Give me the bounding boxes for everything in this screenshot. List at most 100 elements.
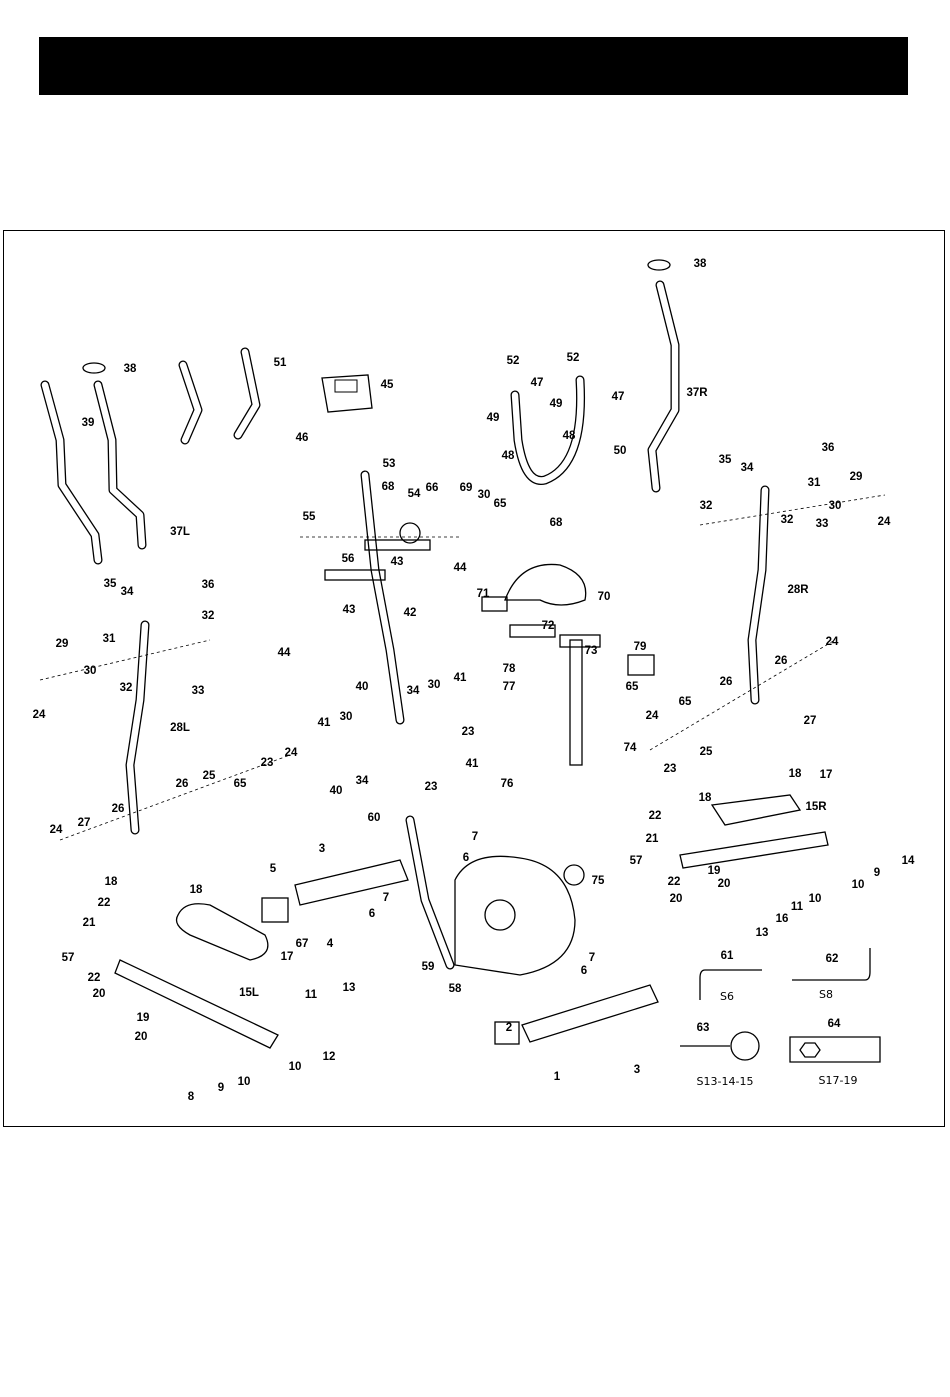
part-label-6: 6 xyxy=(581,965,587,977)
part-label-58: 58 xyxy=(449,983,462,995)
wheel-75 xyxy=(563,864,585,886)
end-cap-2 xyxy=(494,1021,520,1045)
part-label-32: 32 xyxy=(781,514,794,526)
pedal-17r xyxy=(710,794,802,826)
part-label-54: 54 xyxy=(408,488,421,500)
part-label-26: 26 xyxy=(112,803,125,815)
part-label-74: 74 xyxy=(624,742,637,754)
part-label-48: 48 xyxy=(563,430,576,442)
part-label-52: 52 xyxy=(507,355,520,367)
part-label-77: 77 xyxy=(503,681,516,693)
part-label-65: 65 xyxy=(234,778,247,790)
tool-size-label-64: S17-19 xyxy=(819,1074,858,1087)
part-label-24: 24 xyxy=(33,709,46,721)
part-label-15l: 15L xyxy=(239,987,259,999)
part-label-34: 34 xyxy=(741,462,754,474)
part-label-1: 1 xyxy=(554,1071,561,1083)
part-label-30: 30 xyxy=(478,489,491,501)
part-label-24: 24 xyxy=(50,824,63,836)
part-label-14: 14 xyxy=(902,855,915,867)
console-45 xyxy=(321,374,373,413)
end-cap-38 xyxy=(82,362,106,374)
tool-size-label-61: S6 xyxy=(720,990,734,1003)
part-label-37r: 37R xyxy=(686,387,708,399)
part-label-23: 23 xyxy=(425,781,438,793)
part-label-7: 7 xyxy=(472,831,478,843)
tension-knob-54 xyxy=(399,522,421,544)
part-label-41: 41 xyxy=(454,672,467,684)
part-label-28r: 28R xyxy=(787,584,809,596)
part-label-19: 19 xyxy=(708,865,721,877)
part-label-24: 24 xyxy=(646,710,659,722)
part-label-65: 65 xyxy=(626,681,639,693)
part-label-21: 21 xyxy=(83,917,96,929)
part-label-3: 3 xyxy=(319,843,325,855)
part-label-33: 33 xyxy=(192,685,205,697)
part-label-10: 10 xyxy=(852,879,865,891)
part-label-10: 10 xyxy=(809,893,822,905)
part-label-28l: 28L xyxy=(170,722,190,734)
part-label-49: 49 xyxy=(550,398,563,410)
part-label-20: 20 xyxy=(718,878,731,890)
part-label-34: 34 xyxy=(121,586,134,598)
swing-arm-28l xyxy=(39,620,291,841)
part-label-30: 30 xyxy=(84,665,97,677)
part-label-24: 24 xyxy=(826,636,839,648)
part-label-3: 3 xyxy=(634,1064,640,1076)
part-label-8: 8 xyxy=(188,1091,195,1103)
tool-size-label-62: S8 xyxy=(819,988,833,1001)
handlebar-grip-51 xyxy=(178,347,261,445)
pedal-arm-15l xyxy=(114,959,279,1049)
part-label-39: 39 xyxy=(82,417,95,429)
part-label-42: 42 xyxy=(404,607,417,619)
part-label-18: 18 xyxy=(190,884,203,896)
seat-post-73 xyxy=(569,639,583,766)
axle-43 xyxy=(300,536,460,581)
part-label-10: 10 xyxy=(238,1076,251,1088)
swing-arm-28r xyxy=(649,485,886,751)
tool-size-label-63: S13-14-15 xyxy=(697,1075,754,1088)
part-label-26: 26 xyxy=(720,676,733,688)
part-label-35: 35 xyxy=(719,454,732,466)
end-cap-5 xyxy=(261,897,289,923)
part-label-79: 79 xyxy=(634,641,647,653)
part-label-29: 29 xyxy=(850,471,863,483)
part-label-36: 36 xyxy=(202,579,215,591)
end-cap-38-right xyxy=(647,259,671,271)
part-label-20: 20 xyxy=(135,1031,148,1043)
handlebar-37r xyxy=(647,280,680,493)
part-label-18: 18 xyxy=(699,792,712,804)
part-label-40: 40 xyxy=(356,681,369,693)
part-label-18: 18 xyxy=(789,768,802,780)
part-label-57: 57 xyxy=(62,952,75,964)
seat-70 xyxy=(504,563,587,606)
part-label-69: 69 xyxy=(460,482,473,494)
part-label-32: 32 xyxy=(120,682,133,694)
bracket-71 xyxy=(481,596,508,612)
part-label-26: 26 xyxy=(176,778,189,790)
part-label-13: 13 xyxy=(343,982,356,994)
part-label-73: 73 xyxy=(585,645,598,657)
hex-key-62 xyxy=(792,948,871,981)
part-label-23: 23 xyxy=(664,763,677,775)
part-label-45: 45 xyxy=(381,379,394,391)
part-label-22: 22 xyxy=(88,972,101,984)
pedal-arm-15r xyxy=(679,831,829,869)
part-label-21: 21 xyxy=(646,833,659,845)
part-label-78: 78 xyxy=(503,663,516,675)
part-label-4: 4 xyxy=(327,938,334,950)
part-label-66: 66 xyxy=(426,482,439,494)
part-label-17: 17 xyxy=(820,769,833,781)
part-label-62: 62 xyxy=(826,953,839,965)
part-label-41: 41 xyxy=(318,717,331,729)
part-label-31: 31 xyxy=(103,633,116,645)
part-label-19: 19 xyxy=(137,1012,150,1024)
pedal-17l xyxy=(175,903,269,961)
part-label-59: 59 xyxy=(422,961,435,973)
part-label-47: 47 xyxy=(531,377,544,389)
part-label-64: 64 xyxy=(828,1018,841,1030)
part-label-67: 67 xyxy=(296,938,309,950)
part-label-44: 44 xyxy=(278,647,291,659)
part-label-9: 9 xyxy=(874,867,880,879)
part-label-23: 23 xyxy=(261,757,274,769)
